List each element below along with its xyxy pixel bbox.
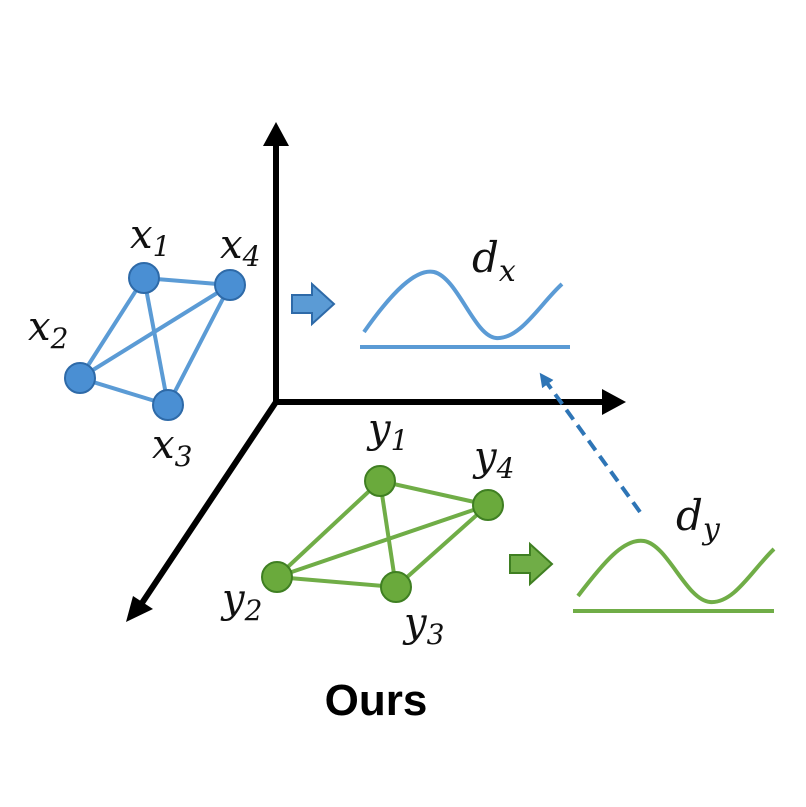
graph-y-edge bbox=[394, 503, 490, 589]
graph-y-node-3 bbox=[380, 571, 412, 603]
graph-x-node-2 bbox=[64, 362, 96, 394]
label-x2: x2 bbox=[28, 304, 68, 355]
graph-x: x1 x4 x2 x3 bbox=[28, 212, 260, 473]
graph-y-node-2 bbox=[261, 561, 293, 593]
graph-y-node-1 bbox=[364, 465, 396, 497]
graph-x-node-1 bbox=[128, 262, 160, 294]
axis-vertical-head bbox=[263, 122, 289, 146]
graph-y-edge bbox=[276, 503, 489, 579]
axis-diagonal bbox=[137, 400, 279, 608]
axes bbox=[126, 122, 626, 622]
graph-x-edge bbox=[142, 277, 170, 406]
graph-y-node-4 bbox=[472, 489, 504, 521]
label-dx: dx bbox=[472, 233, 516, 289]
graph-y-edge bbox=[276, 575, 397, 589]
distribution-y: dy bbox=[573, 491, 776, 613]
label-y1: y1 bbox=[366, 406, 408, 457]
graph-x-to-distribution-arrow bbox=[291, 281, 336, 327]
label-y4: y4 bbox=[472, 434, 514, 485]
label-dy: dy bbox=[676, 491, 721, 547]
graph-y-edge bbox=[378, 480, 398, 588]
axis-diagonal-head bbox=[126, 596, 153, 622]
graph-y-to-distribution-arrow bbox=[509, 541, 554, 587]
label-y3: y3 bbox=[402, 600, 444, 651]
distribution-x-curve bbox=[362, 269, 564, 341]
graph-y-edge bbox=[275, 479, 382, 579]
distribution-x: dx bbox=[360, 233, 570, 349]
graph-y-edge bbox=[379, 479, 489, 507]
graph-x-edges bbox=[78, 276, 232, 407]
graph-x-edge bbox=[166, 284, 232, 406]
graph-y-edges bbox=[275, 479, 490, 589]
mapping-dashed-arrow bbox=[539, 372, 642, 514]
distribution-y-curve bbox=[576, 538, 776, 605]
axis-horizontal-head bbox=[602, 389, 626, 415]
graph-x-node-4 bbox=[214, 269, 246, 301]
caption: Ours bbox=[325, 676, 428, 725]
graph-y: y1 y4 y2 y3 bbox=[220, 406, 514, 651]
label-x1: x1 bbox=[130, 212, 170, 263]
label-y2: y2 bbox=[220, 576, 262, 627]
graph-x-node-3 bbox=[152, 389, 184, 421]
label-x3: x3 bbox=[152, 422, 192, 473]
label-x4: x4 bbox=[220, 222, 260, 273]
graph-x-edge bbox=[78, 276, 146, 380]
graph-x-edge bbox=[78, 283, 232, 380]
